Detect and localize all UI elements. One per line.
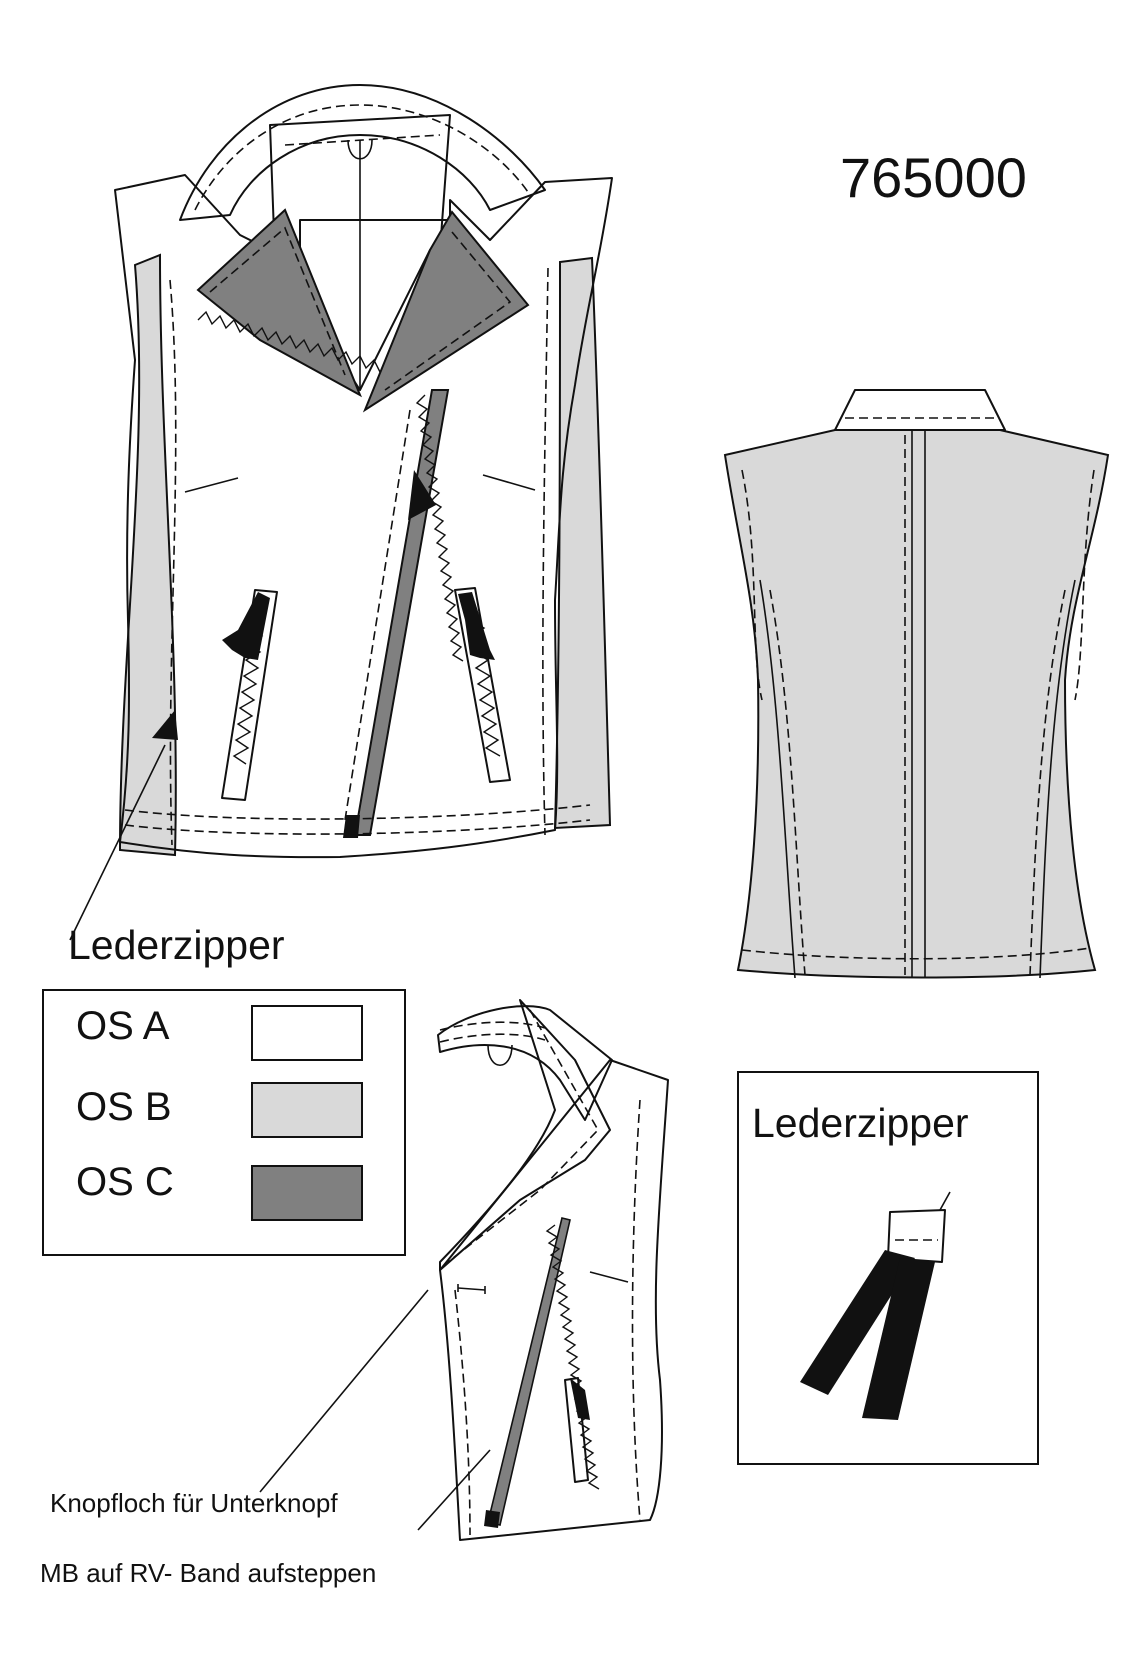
legend-swatch-os-b [251, 1082, 363, 1138]
front-collar [179, 84, 546, 221]
side-view [259, 999, 669, 1541]
pocket-zipper-right-pull [458, 592, 495, 660]
side-pocket-pull [570, 1378, 590, 1420]
back-collar [834, 389, 1006, 431]
zipper-stop-bottom [343, 815, 360, 838]
legend-label-os-c: OS C [76, 1160, 174, 1204]
side-marker [152, 710, 178, 740]
zipper-pull-top [408, 470, 436, 520]
legend-label-os-b: OS B [76, 1085, 172, 1129]
side-lapel [439, 999, 611, 1271]
model-number: 765000 [840, 146, 1027, 209]
side-collar [437, 1005, 613, 1121]
legend-swatch-os-c [251, 1165, 363, 1221]
pocket-zipper-left [221, 589, 278, 801]
legend-label-os-a: OS A [76, 1004, 170, 1048]
zipper-detail-tongue-left [800, 1250, 915, 1395]
front-zipper [353, 389, 450, 836]
leader-lederzipper [69, 744, 166, 941]
side-zipper [487, 1217, 571, 1526]
lapel-zigzag [197, 310, 381, 373]
legend-swatch-os-a [251, 1005, 363, 1061]
label-lederzipper-detail: Lederzipper [752, 1100, 969, 1146]
zipper-detail [737, 1071, 1039, 1465]
side-pocket-zipper [564, 1377, 589, 1483]
side-zipper-stop [484, 1510, 500, 1528]
front-view [69, 84, 613, 941]
legend [42, 989, 406, 1256]
pocket-zipper-left-pull [222, 592, 270, 660]
front-lapel-right [362, 210, 530, 413]
label-zipper-tape: MB auf RV- Band aufsteppen [40, 1558, 377, 1588]
front-body [114, 174, 613, 859]
pocket-zipper-right [454, 587, 511, 783]
front-side-panel-left [118, 253, 177, 857]
back-body [723, 429, 1110, 979]
side-body [439, 1059, 669, 1541]
leader-buttonhole [259, 1289, 429, 1493]
zipper-detail-tongue-right [862, 1258, 935, 1420]
label-lederzipper-front: Lederzipper [68, 922, 285, 968]
label-buttonhole: Knopfloch für Unterknopf [50, 1488, 338, 1518]
zipper-detail-tab [887, 1209, 946, 1263]
leader-zipper-tape [417, 1449, 491, 1531]
front-lapel-left [196, 208, 362, 398]
back-view [723, 389, 1110, 979]
